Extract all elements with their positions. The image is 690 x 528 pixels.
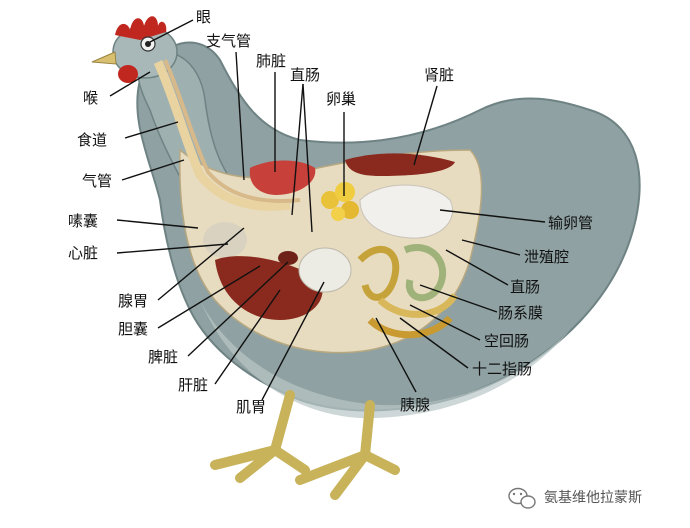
label-proventriculus: 腺胃 [118,292,148,310]
ovary-shape [321,182,359,221]
leader-rectum-top-2 [302,83,313,233]
label-pancreas: 胰腺 [400,396,430,414]
leader-heart [116,243,229,254]
label-lung: 肺脏 [256,52,286,70]
leader-cloaca [461,239,521,256]
kidney-shape [345,153,455,176]
leader-pancreas [375,317,417,393]
label-liver: 肝脏 [178,376,208,394]
leader-rectum-top [291,83,304,216]
crop-shape [203,222,247,258]
leader-proventriculus [157,227,245,301]
label-rectum-top: 直肠 [290,66,320,84]
leader-kidney [413,85,438,166]
leader-spleen [187,261,289,357]
intestine-shapes [357,244,458,339]
leader-liver [214,289,281,385]
label-larynx: 喉 [83,89,98,107]
oviduct-shape [359,184,453,239]
watermark: 氨基维他拉蒙斯 [508,487,642,509]
eye-pupil [145,41,151,47]
chicken-legs [210,390,400,500]
leader-bronchus [235,51,245,181]
leader-larynx [109,71,151,97]
label-crop: 嗉囊 [68,212,98,230]
belly-highlight [200,300,570,419]
leader-mesentery [419,284,498,313]
label-kidney: 肾脏 [424,66,454,84]
liver-shape [215,256,323,320]
label-esophagus: 食道 [77,131,107,149]
label-ovary: 卵巢 [326,90,356,108]
label-cloaca: 泄殖腔 [524,248,569,266]
beak [91,51,117,65]
leader-jejunum-ileum [409,304,481,341]
leader-crop [116,219,199,229]
trachea-tube [153,60,291,211]
wechat-icon [508,487,536,509]
esophagus-tube [163,59,301,203]
label-gizzard: 肌胃 [236,398,266,416]
label-jejunum-ileum: 空回肠 [484,332,529,350]
leader-oviduct [439,209,546,223]
watermark-text: 氨基维他拉蒙斯 [544,489,642,506]
leader-esophagus [124,121,179,139]
wattle [118,65,138,83]
label-spleen: 脾脏 [148,348,178,366]
spleen-shape [278,251,298,265]
leader-lines [109,19,546,401]
label-rectum-right: 直肠 [510,278,540,296]
leader-duodenum [399,317,469,369]
leader-gizzard [261,281,325,401]
label-bronchus: 支气管 [206,32,251,50]
label-trachea: 气管 [82,172,112,190]
label-heart: 心脏 [68,244,98,262]
label-duodenum: 十二指肠 [472,360,532,378]
gizzard-shape [298,247,352,293]
leader-eye [149,19,194,43]
leader-gallbladder [157,265,261,329]
label-oviduct: 输卵管 [548,214,593,232]
comb [115,16,167,40]
leader-rectum-right [445,249,509,286]
label-gallbladder: 胆囊 [118,320,148,338]
lung-shape [249,160,316,195]
label-mesentery: 肠系膜 [498,304,543,322]
label-eye: 眼 [196,8,211,26]
anatomy-labels: 眼 支气管 肺脏 直肠 卵巢 肾脏 喉 食道 气管 嗉囊 心脏 输卵管 泄殖腔 … [68,8,593,416]
leader-trachea [121,159,185,181]
